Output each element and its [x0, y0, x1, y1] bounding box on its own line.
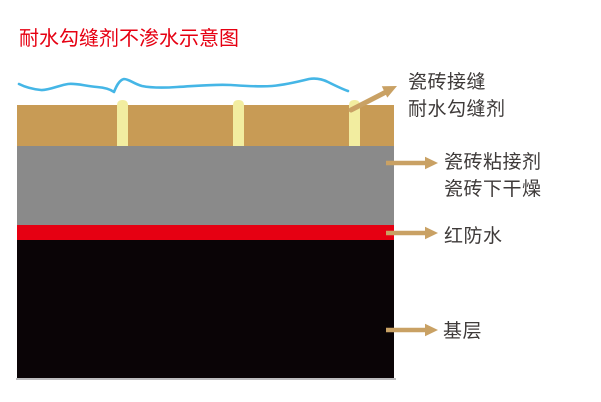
label-tile-joint-line1: 瓷砖接缝	[408, 72, 487, 93]
arrow-adhesive-icon	[386, 156, 438, 170]
waterproof-layer	[17, 225, 394, 240]
label-tile-joint-line2: 耐水勾缝剂	[408, 99, 506, 120]
label-waterproof-text: 红防水	[444, 226, 503, 247]
label-base-text: 基层	[443, 321, 483, 342]
arrow-tile-joint-icon	[348, 86, 397, 113]
base-layer	[17, 240, 394, 378]
label-tile-joint: 瓷砖接缝 耐水勾缝剂	[408, 69, 506, 123]
tile-layer	[17, 105, 394, 146]
grout-joint-2	[233, 100, 244, 146]
label-base: 基层	[443, 318, 482, 345]
label-waterproof: 红防水	[444, 223, 503, 250]
arrow-base-icon	[386, 323, 438, 337]
water-line-icon	[17, 77, 350, 94]
label-adhesive: 瓷砖粘接剂 瓷砖下干燥	[444, 149, 542, 203]
arrow-waterproof-icon	[386, 226, 438, 240]
diagram-title: 耐水勾缝剂不渗水示意图	[19, 28, 239, 50]
base-shadow-line	[16, 378, 396, 380]
label-adhesive-line2: 瓷砖下干燥	[444, 179, 542, 200]
grout-joint-1	[117, 100, 128, 146]
label-adhesive-line1: 瓷砖粘接剂	[444, 152, 542, 173]
adhesive-layer	[17, 146, 394, 225]
